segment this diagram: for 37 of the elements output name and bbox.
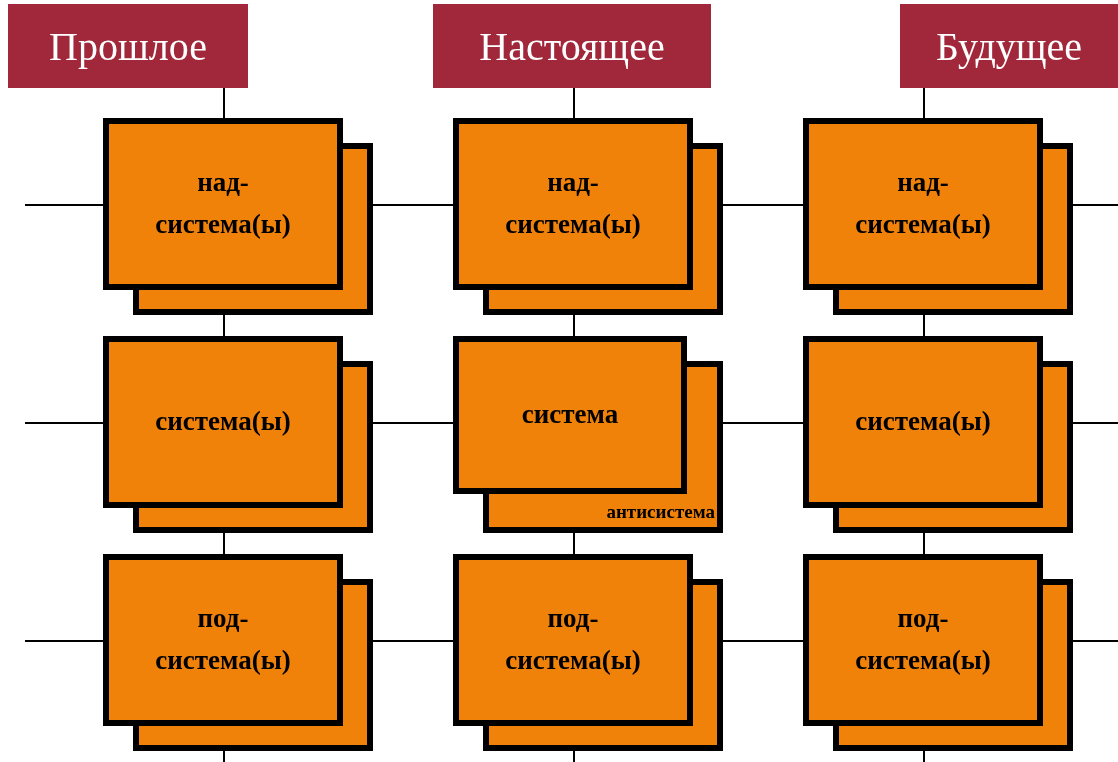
connector-line xyxy=(923,750,925,762)
box-label: система(ы) xyxy=(855,405,991,439)
connector-line xyxy=(722,422,804,424)
connector-line xyxy=(573,87,575,119)
connector-line xyxy=(223,532,225,555)
connector-line xyxy=(223,314,225,337)
box-label: система xyxy=(521,398,619,432)
connector-line xyxy=(24,422,104,424)
period-header: Настоящее xyxy=(433,4,711,88)
connector-line xyxy=(573,532,575,555)
connector-line xyxy=(1072,204,1118,206)
box-label: под- система(ы) xyxy=(154,602,292,677)
connector-line xyxy=(24,640,104,642)
connector-line xyxy=(923,87,925,119)
connector-line xyxy=(223,87,225,119)
connector-line xyxy=(372,204,454,206)
connector-line xyxy=(223,750,225,762)
connector-line xyxy=(1072,640,1118,642)
connector-line xyxy=(923,532,925,555)
box-label: над- система(ы) xyxy=(504,166,642,241)
period-header: Прошлое xyxy=(8,4,248,88)
connector-line xyxy=(573,750,575,762)
period-header: Будущее xyxy=(900,4,1118,88)
box-label: над- система(ы) xyxy=(854,166,992,241)
connector-line xyxy=(573,314,575,337)
connector-line xyxy=(722,640,804,642)
box-label: над- система(ы) xyxy=(154,166,292,241)
connector-line xyxy=(722,204,804,206)
connector-line xyxy=(923,314,925,337)
box-label: под- система(ы) xyxy=(504,602,642,677)
connector-line xyxy=(1072,422,1118,424)
connector-line xyxy=(24,204,104,206)
connector-line xyxy=(372,640,454,642)
box-label: под- система(ы) xyxy=(854,602,992,677)
connector-line xyxy=(372,422,454,424)
box-label: система(ы) xyxy=(155,405,291,439)
box-label: антисистема xyxy=(606,501,715,523)
